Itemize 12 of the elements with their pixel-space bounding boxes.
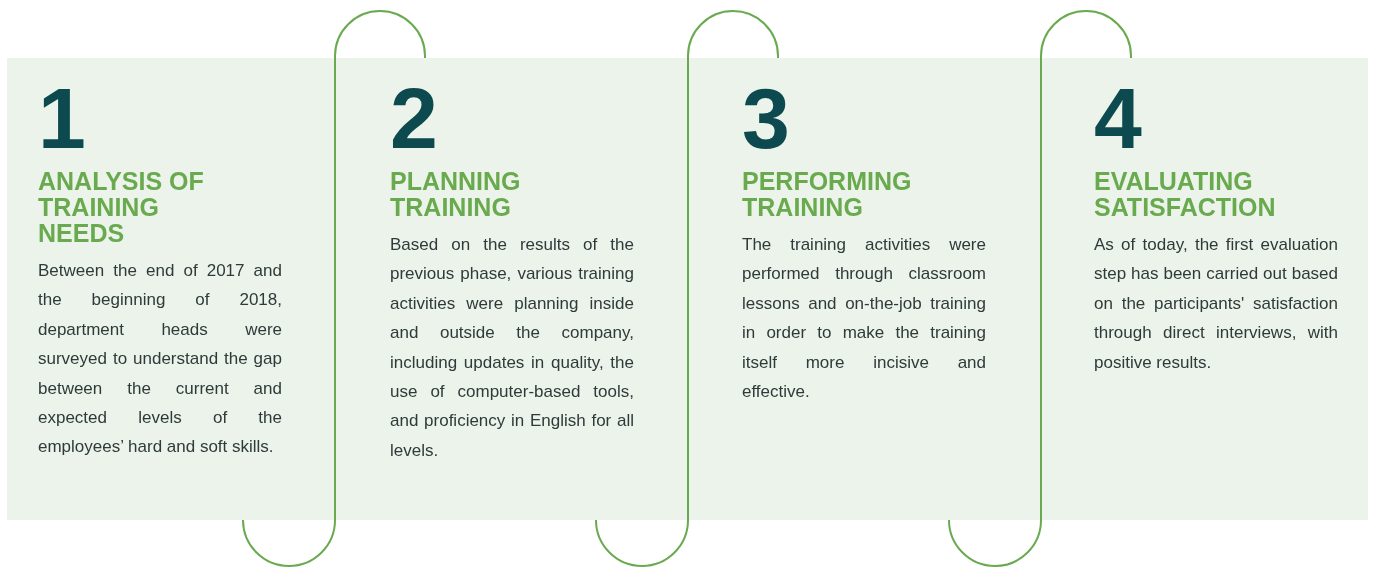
step-heading: PLANNING TRAINING (390, 168, 522, 220)
step-number: 1 (38, 78, 87, 168)
step-number: 4 (1094, 78, 1143, 168)
step-number: 3 (742, 78, 791, 168)
step-heading: ANALYSIS OF TRAINING NEEDS (38, 168, 205, 246)
step-description: As of today, the first evaluation step has been carried out based on the participants' satisfaction through direct interviews, with positive results. (1094, 234, 1338, 374)
step-description: The training activities were performed through classroom lessons and on-the-job training in order to make the training itself more incisive and effective. (742, 234, 986, 404)
step-description: Between the end of 2017 and the beginning of 2018, department heads were surveyed to understand the gap between the current and expected levels of the employees’ hard and soft skills. (38, 260, 282, 459)
step-heading: PERFORMING TRAINING (742, 168, 913, 220)
step-description: Based on the results of the previous phase, various training activities were planning inside and outside the company, including updates in quality, the use of computer-based tools, and proficiency in English for all levels. (390, 234, 634, 462)
step-heading: EVALUATING SATISFACTION (1094, 168, 1277, 220)
step-number: 2 (390, 78, 439, 168)
